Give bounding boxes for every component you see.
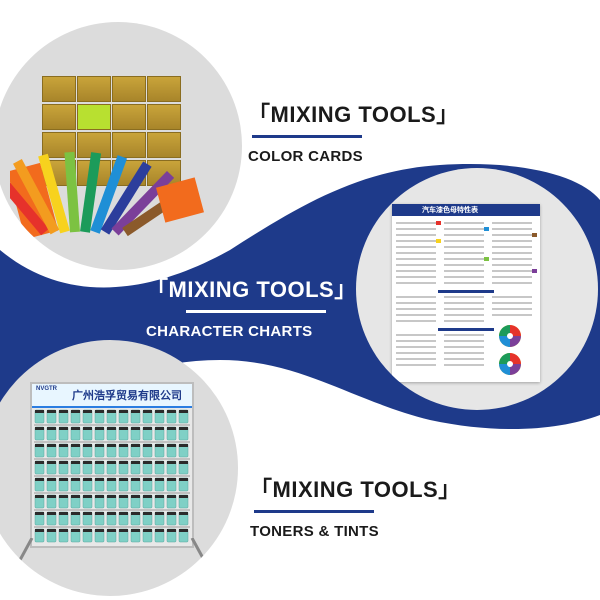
toner-cans-grid bbox=[34, 408, 190, 544]
section-subtitle: CHARACTER CHARTS bbox=[146, 323, 313, 340]
color-wheel-icon bbox=[499, 353, 521, 375]
underline-divider bbox=[186, 310, 326, 313]
underline-divider bbox=[252, 135, 362, 138]
rack-company-name: 广州浩孚贸易有限公司 bbox=[72, 390, 182, 402]
rack-stand-legs bbox=[18, 538, 206, 561]
section-color-cards: 「MIXING TOOLS」 COLOR CARDS bbox=[248, 97, 459, 165]
chart-sheet-rows bbox=[396, 221, 537, 375]
section-subtitle: COLOR CARDS bbox=[248, 148, 363, 165]
section-toners-tints: 「MIXING TOOLS」 TONERS & TINTS bbox=[250, 472, 461, 540]
rack-signboard: NVGTR 广州浩孚贸易有限公司 bbox=[32, 384, 192, 408]
section-subtitle: TONERS & TINTS bbox=[250, 523, 379, 540]
section-heading: 「MIXING TOOLS」 bbox=[248, 102, 459, 127]
rack-brand: NVGTR bbox=[36, 386, 57, 392]
color-wheel-icon bbox=[499, 325, 521, 347]
character-chart-photo: 汽车漆色母特性表 bbox=[356, 168, 598, 410]
chart-sheet-title: 汽车漆色母特性表 bbox=[422, 207, 478, 214]
section-heading: 「MIXING TOOLS」 bbox=[250, 477, 461, 502]
section-heading: 「MIXING TOOLS」 bbox=[146, 277, 357, 302]
color-cards-photo bbox=[0, 22, 242, 270]
chart-sheet: 汽车漆色母特性表 bbox=[392, 204, 540, 382]
section-character-charts: 「MIXING TOOLS」 CHARACTER CHARTS bbox=[146, 272, 357, 340]
color-fan-deck bbox=[10, 151, 204, 240]
toner-rack-photo: NVGTR 广州浩孚贸易有限公司 bbox=[0, 340, 238, 596]
toner-rack: NVGTR 广州浩孚贸易有限公司 bbox=[30, 382, 194, 548]
underline-divider bbox=[254, 510, 374, 513]
